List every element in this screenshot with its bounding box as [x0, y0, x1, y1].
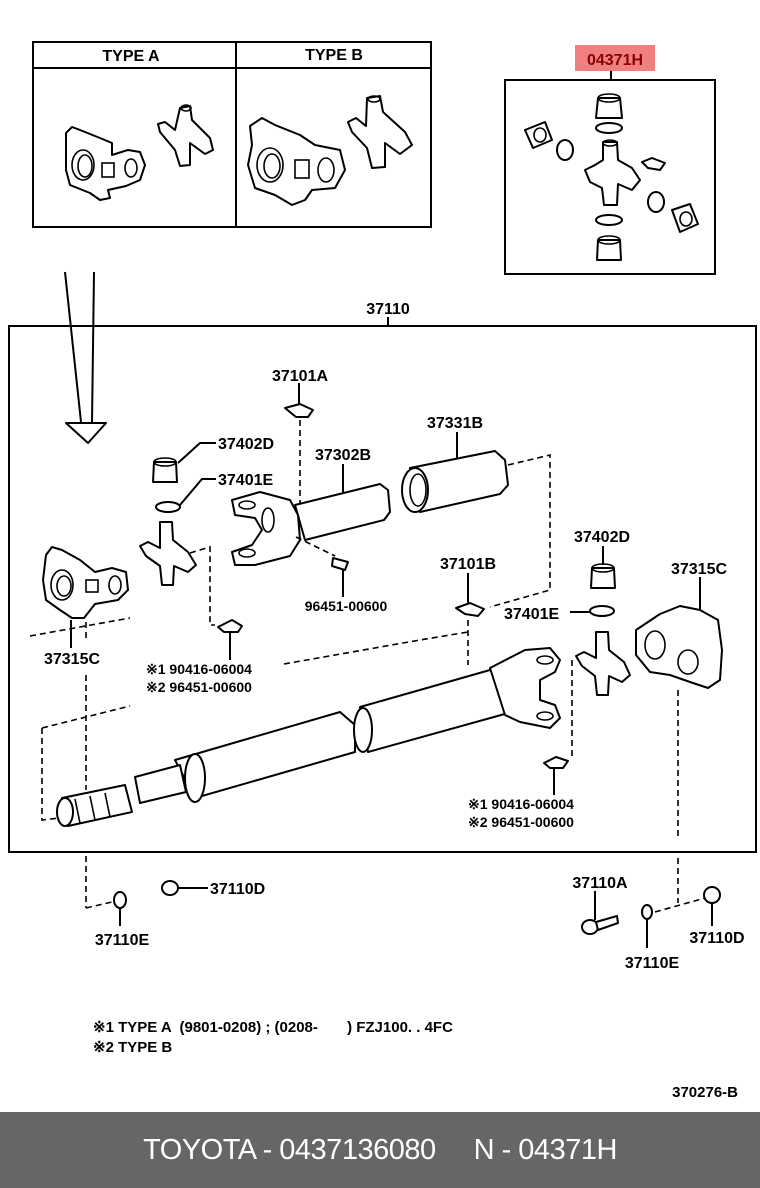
nut-icon [703, 886, 721, 904]
snap-ring-left-icon [556, 139, 574, 161]
grease-fitting-icon [641, 157, 666, 171]
oem-part-number: N - 04371H [473, 1133, 618, 1166]
footnote-line-2: ※2 TYPE B [93, 1039, 172, 1056]
snap-ring-right-icon [647, 191, 665, 213]
callout-37331b[interactable]: 37331B [427, 415, 483, 432]
type-a-flange-icon [65, 126, 146, 201]
part-number-footer: TOYOTA - 0437136080 N - 04371H [0, 1112, 760, 1188]
type-a-label: TYPE A [102, 48, 160, 65]
note-left-1[interactable]: ※1 90416-06004 [146, 661, 252, 677]
spider-left-icon [139, 521, 197, 586]
bolt-or-nut-icon [543, 756, 569, 769]
callout-37110a[interactable]: 37110A [572, 875, 628, 892]
parts-diagram: TYPE A TYPE B 043 [8, 41, 757, 1101]
snap-ring-bottom-icon [595, 214, 623, 226]
callout-37101b[interactable]: 37101B [440, 556, 496, 573]
snap-ring-icon [155, 501, 181, 513]
balance-weight-icon [284, 403, 314, 418]
type-b-label: TYPE B [305, 47, 363, 64]
bolt-icon [581, 915, 619, 935]
balance-weight-icon [455, 602, 485, 617]
callout-37315c-right[interactable]: 37315C [671, 561, 727, 578]
type-b-flange-icon [247, 117, 346, 206]
type-inset: TYPE A TYPE B [32, 41, 432, 228]
sleeve-yoke-icon [231, 483, 391, 566]
note-right-1[interactable]: ※1 90416-06004 [468, 796, 574, 812]
callout-37401e-left[interactable]: 37401E [218, 472, 273, 489]
callout-37110e-left[interactable]: 37110E [95, 932, 150, 949]
callout-37110e-right[interactable]: 37110E [625, 955, 680, 972]
bearing-cap-left-icon [524, 121, 553, 149]
callout-96451-00600[interactable]: 96451-00600 [305, 598, 388, 614]
snap-ring-top-icon [595, 122, 623, 134]
footnote-line-1: ※1 TYPE A (9801-0208) ; (0208- ) FZJ100.… [93, 1019, 453, 1036]
snap-ring-icon [589, 605, 615, 617]
spider-right-icon [575, 631, 631, 696]
bolt-or-nut-icon [217, 619, 243, 633]
propeller-shaft-icon [56, 647, 561, 827]
washer-icon [641, 904, 653, 920]
callout-37401e-right[interactable]: 37401E [504, 606, 559, 623]
bearing-cap-top-icon [595, 93, 623, 119]
grease-fitting-icon [331, 557, 349, 571]
flange-left-icon [42, 546, 129, 619]
spider-cross-icon [584, 139, 641, 206]
diagram-id: 370276-B [672, 1084, 738, 1101]
highlighted-part-code[interactable]: 04371H [587, 52, 643, 69]
assembly-box [8, 325, 757, 853]
nut-icon [161, 880, 179, 896]
highlight-badge [575, 45, 655, 71]
bearing-cap-icon [152, 457, 178, 483]
callout-37110d-left[interactable]: 37110D [210, 881, 265, 898]
type-a-spider-icon [157, 104, 214, 167]
note-right-2[interactable]: ※2 96451-00600 [468, 814, 574, 830]
washer-icon [113, 891, 127, 909]
bearing-cap-icon [590, 563, 616, 589]
callout-37110d-right[interactable]: 37110D [689, 930, 744, 947]
callout-37402d-right[interactable]: 37402D [574, 529, 630, 546]
assembly-label[interactable]: 37110 [366, 301, 410, 318]
callout-37402d-left[interactable]: 37402D [218, 436, 274, 453]
dust-cover-tube-icon [401, 450, 509, 513]
bearing-cap-bottom-icon [596, 235, 622, 261]
type-b-spider-icon [347, 95, 413, 169]
arrow-down-icon [64, 271, 107, 444]
flange-right-icon [635, 605, 723, 689]
kit-inset-04371h: 04371H [504, 45, 716, 275]
bearing-cap-right-icon [671, 203, 699, 233]
callout-37101a[interactable]: 37101A [272, 368, 328, 385]
callout-37315c-left[interactable]: 37315C [44, 651, 100, 668]
callout-37302b[interactable]: 37302B [315, 447, 371, 464]
note-left-2[interactable]: ※2 96451-00600 [146, 679, 252, 695]
brand-part-number: TOYOTA - 0437136080 [143, 1133, 436, 1166]
